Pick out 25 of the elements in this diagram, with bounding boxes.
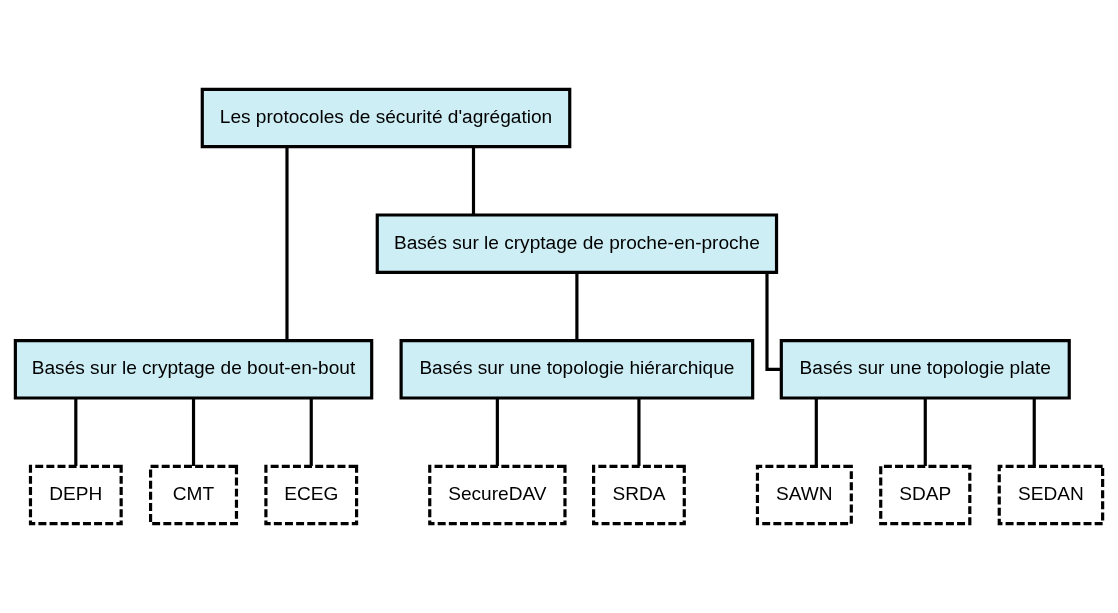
node-box: CMT [149,464,239,526]
node-box: SecureDAV [428,464,567,526]
connector [495,398,499,466]
node-box: SAWN [755,464,853,526]
node-box: DEPH [28,464,123,526]
connector [74,398,78,466]
connector [471,147,476,215]
node-box: Basés sur une topologie hiérarchique [399,339,755,400]
connector [191,398,196,466]
node-box: Basés sur une topologie plate [779,339,1071,400]
node-box: SEDAN [997,464,1105,526]
connector [1032,398,1036,466]
connector [575,272,579,341]
node-box: Basés sur le cryptage de proche-en-proche [375,213,779,274]
node-box: SDAP [879,464,972,526]
node-box: SRDA [592,464,686,526]
node-box: Les protocoles de sécurité d'agrégation [200,87,572,149]
connector [309,398,313,466]
node-box: ECEG [264,464,359,526]
connector [923,398,927,466]
connector [637,398,641,466]
connector [765,272,782,371]
connector [285,146,289,341]
node-box: Basés sur le cryptage de bout-en-bout [13,339,374,400]
connector [814,398,818,466]
